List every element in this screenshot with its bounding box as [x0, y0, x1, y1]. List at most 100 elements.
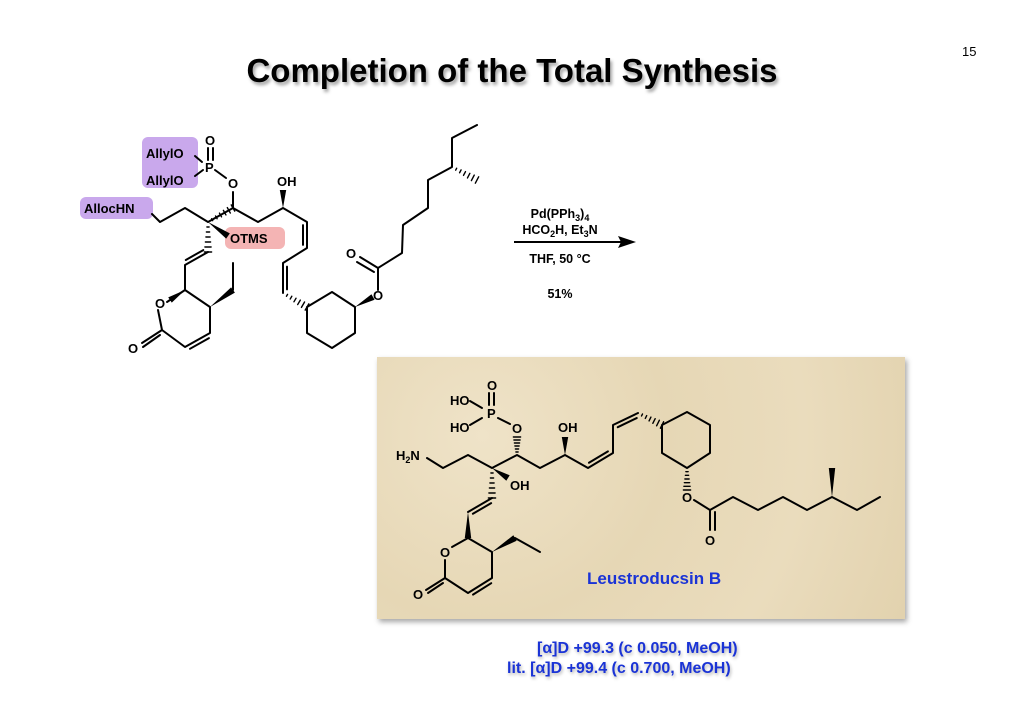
bond	[661, 411, 711, 469]
bond	[469, 417, 483, 426]
wedge-bond	[828, 468, 836, 497]
reagent-palladium: Pd(PPh3)4	[531, 207, 590, 223]
otms-label: OTMS	[230, 231, 268, 246]
double-bond	[616, 417, 638, 429]
allyl-phosphate-highlight	[142, 137, 198, 188]
double-bond	[188, 337, 210, 350]
amine-label: H2N	[396, 448, 420, 465]
wedge-bond	[210, 287, 235, 307]
bond	[467, 497, 493, 513]
bond	[306, 291, 356, 349]
hydroxyl-label: OH	[277, 174, 297, 189]
wedge-bond	[561, 437, 569, 455]
hydroxyl-label: HO	[450, 420, 470, 435]
hash-bond	[230, 204, 236, 212]
reagent-formic-acid: HCO2H, Et3N	[522, 223, 597, 239]
ester-oxygen-label: O	[682, 490, 692, 505]
bond	[359, 256, 379, 269]
wedge-bond	[208, 222, 230, 239]
bond	[194, 155, 203, 163]
double-bond	[471, 502, 493, 515]
lactone-oxygen-label: O	[440, 545, 450, 560]
oxygen-label: O	[512, 421, 522, 436]
double-bond	[472, 582, 493, 596]
reaction-yield: 51%	[547, 287, 572, 301]
ester-carbonyl-oxygen-label: O	[705, 533, 715, 548]
hash-bond	[474, 176, 480, 184]
double-bond	[184, 249, 205, 261]
bond	[693, 499, 711, 531]
allochn-label: AllocHN	[84, 201, 135, 216]
wedge-bond	[355, 294, 375, 307]
bond	[356, 261, 375, 273]
wedge-bond	[492, 535, 517, 552]
carbonyl-oxygen-label: O	[128, 341, 138, 356]
bond	[377, 124, 478, 291]
bond	[141, 329, 163, 344]
bond	[497, 417, 511, 425]
carbonyl-oxygen-label: O	[413, 587, 423, 602]
tertiary-hydroxyl-label: OH	[510, 478, 530, 493]
hash-bond	[470, 174, 475, 182]
bond	[514, 537, 541, 553]
wedge-bond	[492, 468, 510, 481]
bond	[426, 412, 639, 469]
arrowhead-icon	[618, 236, 636, 248]
structure-bonds	[141, 124, 881, 596]
alloc-highlight	[80, 197, 153, 219]
hash-bond	[210, 218, 214, 222]
otms-highlight	[225, 227, 285, 249]
bond	[194, 169, 204, 177]
lactone-oxygen-label: O	[155, 296, 165, 311]
bond	[469, 400, 483, 409]
starting-material: AllylO AllylO P O O AllocHN OTMS OH O O …	[84, 133, 383, 356]
bond	[151, 207, 308, 294]
bond	[709, 496, 881, 511]
hash-bond	[644, 414, 648, 420]
measured-optical-rotation: [α]D +99.3 (c 0.050, MeOH)	[537, 640, 738, 657]
bond	[444, 537, 493, 594]
secondary-hydroxyl-label: OH	[558, 420, 578, 435]
product-structure: HO HO P O O H2N OH OH O O O O Leustroduc…	[396, 378, 721, 602]
bond	[425, 577, 446, 591]
phosphorus-label: P	[487, 406, 496, 421]
bond	[214, 169, 227, 179]
bond	[451, 537, 469, 548]
hash-bond	[462, 170, 467, 177]
wedge-bond	[464, 512, 472, 538]
product-panel	[377, 357, 905, 619]
hash-bond	[648, 416, 652, 422]
hash-bond	[222, 209, 227, 216]
hash-bond	[214, 215, 218, 220]
hash-bond	[454, 167, 458, 171]
hydroxyl-label: HO	[450, 393, 470, 408]
oxo-label: O	[205, 133, 215, 148]
oxygen-label: O	[228, 176, 238, 191]
hash-bond	[285, 293, 289, 297]
oxo-label: O	[487, 378, 497, 393]
allylo-label: AllylO	[146, 146, 184, 161]
bond	[157, 289, 211, 348]
bond	[427, 582, 444, 594]
hash-bond	[300, 301, 306, 309]
allylo-label: AllylO	[146, 173, 184, 188]
hash-bond	[289, 295, 293, 300]
literature-optical-rotation: lit. [α]D +99.4 (c 0.700, MeOH)	[507, 660, 731, 677]
page-number: 15	[962, 44, 977, 59]
hash-bond	[458, 169, 462, 174]
ester-oxygen-label: O	[373, 288, 383, 303]
bond	[142, 334, 161, 348]
phosphorus-label: P	[205, 160, 214, 175]
ester-carbonyl-oxygen-label: O	[346, 246, 356, 261]
slide-title: Completion of the Total Synthesis	[246, 52, 778, 89]
hash-bond	[466, 172, 471, 179]
wedge-bond	[168, 290, 185, 303]
hash-bond	[655, 419, 661, 427]
hash-bond	[226, 206, 232, 214]
reaction-conditions: Pd(PPh3)4 HCO2H, Et3N THF, 50 °C 51%	[514, 207, 636, 301]
hash-bond	[293, 297, 297, 303]
wedge-bond	[279, 190, 287, 208]
hash-bond	[652, 417, 656, 425]
hash-bond	[296, 299, 302, 306]
